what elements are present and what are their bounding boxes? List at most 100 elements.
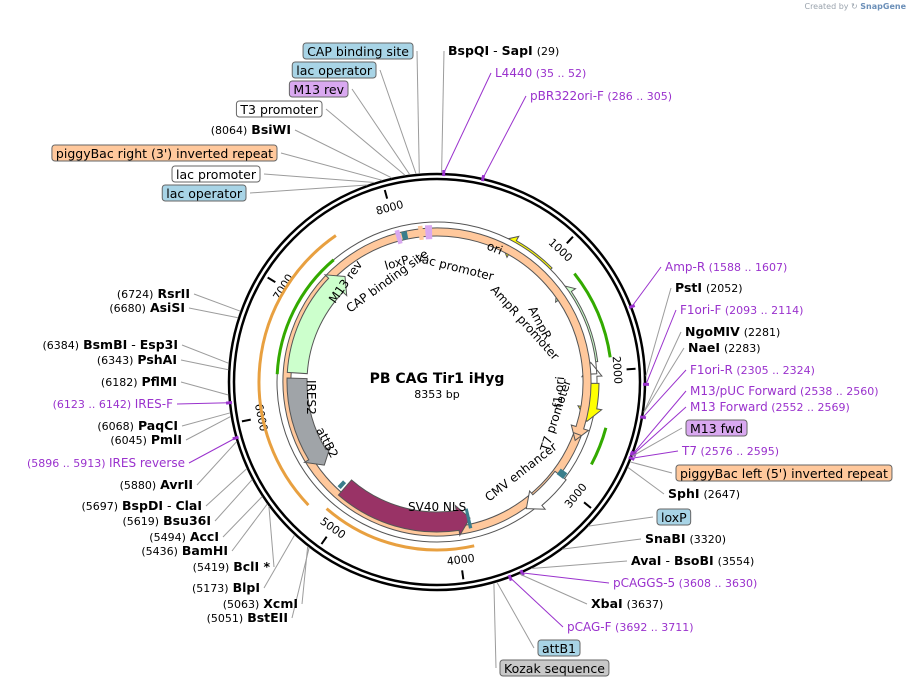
site-bcli[interactable]: (5419) BclI * [193,559,271,574]
site-xcmi[interactable]: (5063) XcmI [223,596,298,611]
site-m13fwd_p[interactable]: M13 Forward (2552 .. 2569) [690,400,850,414]
site-sphi-name: SphI [668,486,700,501]
site-iresrev[interactable]: (5896 .. 5913) IRES reverse [27,456,185,470]
site-kozak-name: Kozak sequence [504,661,605,676]
site-bsteii-name: BstEII [247,610,288,625]
site-sphi[interactable]: SphI (2647) [668,486,740,501]
site-xcmi-text: (5063) XcmI [223,596,298,611]
site-t3[interactable]: T3 promoter [235,100,323,118]
site-bspdi[interactable]: (5697) BspDI - ClaI [81,498,202,513]
leader-pbleft [629,461,673,474]
leader-asisi [188,307,239,319]
site-m13fwd_f[interactable]: M13 fwd [685,419,748,437]
site-m13puc[interactable]: M13/pUC Forward (2538 .. 2560) [690,384,879,398]
site-l4440[interactable]: L4440 (35 .. 52) [495,66,586,80]
feature-ostir1[interactable] [337,479,471,537]
site-bsmbi-name: BsmBI [83,337,127,352]
site-acci[interactable]: (5494) AccI [149,529,219,544]
site-pcagf[interactable]: pCAG-F (3692 .. 3711) [567,620,694,634]
site-pflmi[interactable]: (6182) PflMI [101,374,177,389]
site-pbleft[interactable]: piggyBac left (5') inverted repeat [675,464,893,482]
site-bsmbi[interactable]: (6384) BsmBI - Esp3I [43,337,178,352]
leader-m13rev_f [351,88,411,176]
site-t3-box [235,100,323,118]
site-kozak[interactable]: Kozak sequence [499,659,610,677]
site-m13fwd_p-name: M13 Forward (2552 .. 2569) [690,400,850,414]
site-attb1-name: attB1 [542,641,576,656]
site-pbr322[interactable]: pBR322ori-F (286 .. 305) [530,89,672,103]
site-rsrii[interactable]: (6724) RsrII [117,286,190,301]
site-bsu36i-name: Bsu36I [163,513,211,528]
site-psti[interactable]: PstI (2052) [675,280,743,295]
leader-naei [643,347,685,413]
site-psti-name: PstI [675,280,702,295]
site-naei-text: NaeI (2283) [688,340,761,355]
site-bspqi[interactable]: BspQI - SapI (29) [448,43,559,58]
site-pcaggs5[interactable]: pCAGGS-5 (3608 .. 3630) [613,576,757,590]
site-bsiwi[interactable]: (8064) BsiWI [211,122,291,137]
leader-bamhi [231,503,268,552]
label-loxp: loxP [383,253,411,273]
site-m13fwd_p-label: M13 Forward [690,400,768,414]
site-pshai-name: PshAI [137,352,177,367]
site-pcagf-range: (3692 .. 3711) [612,621,694,634]
site-lacop_t-box [291,61,377,79]
site-pmli[interactable]: (6045) PmlI [110,432,182,447]
feature-cmv-enhancer[interactable] [525,470,567,510]
site-xbai[interactable]: XbaI (3637) [591,596,663,611]
site-lacprom_l-box [171,165,261,183]
site-pflmi-pos: (6182) [101,376,138,389]
site-avai[interactable]: AvaI - BsoBI (3554) [631,553,754,568]
leader-iresrev [188,437,236,464]
site-bsteii-text: (5051) BstEII [207,610,288,625]
site-bspdi-pos: (5697) [81,500,118,513]
site-lacop_t[interactable]: lac operator [291,61,377,79]
site-loxp_r[interactable]: loxP [656,508,692,526]
site-xcmi-name: XcmI [263,596,298,611]
site-rsrii-text: (6724) RsrII [117,286,190,301]
site-naei[interactable]: NaeI (2283) [688,340,761,355]
site-bamhi[interactable]: (5436) BamHI [141,543,228,558]
site-asisi[interactable]: (6680) AsiSI [109,300,185,315]
site-lacop_l[interactable]: lac operator [161,184,247,202]
site-ngomiv-text: NgoMIV (2281) [685,324,780,339]
leader-avrii [196,441,238,486]
site-avrii[interactable]: (5880) AvrII [120,477,193,492]
site-ampr_primer-label: Amp-R [665,260,705,274]
site-bsu36i[interactable]: (5619) Bsu36I [123,513,211,528]
site-bspqi-pos: (29) [537,45,560,58]
site-cap_t-name: CAP binding site [307,44,409,59]
site-xcmi-pos: (5063) [223,598,260,611]
site-t7[interactable]: T7 (2576 .. 2595) [681,444,779,458]
site-cap_t[interactable]: CAP binding site [302,42,414,60]
site-attb1[interactable]: attB1 [537,639,581,657]
site-asisi-name: AsiSI [150,300,185,315]
label-sv40: SV40 NLS [408,500,466,514]
site-f1orif[interactable]: F1ori-F (2093 .. 2114) [680,303,803,317]
site-f1orif-range: (2093 .. 2114) [721,304,803,317]
site-blpi[interactable]: (5173) BlpI [192,580,260,595]
primer-mark-ampr_primer [628,304,636,309]
site-pshai[interactable]: (6343) PshAI [97,352,177,367]
site-iresf[interactable]: (6123 .. 6142) IRES-F [53,397,173,411]
feature-hygr[interactable] [286,274,348,375]
site-bspdi-name: BspDI [122,498,163,513]
site-f1orir[interactable]: F1ori-R (2305 .. 2324) [690,363,815,377]
leader-pbright [280,152,383,181]
site-m13rev_f[interactable]: M13 rev [288,80,349,98]
site-pbright[interactable]: piggyBac right (3') inverted repeat [51,144,278,162]
site-psti-pos: (2052) [706,282,743,295]
feature-attb2 [337,480,347,490]
primer-mark-t7 [628,455,635,461]
site-bsteii[interactable]: (5051) BstEII [207,610,288,625]
site-ngomiv[interactable]: NgoMIV (2281) [685,324,780,339]
site-ampr_primer[interactable]: Amp-R (1588 .. 1607) [665,260,787,274]
site-snabi[interactable]: SnaBI (3320) [645,531,726,546]
site-asisi-pos: (6680) [109,302,146,315]
site-paqci[interactable]: (6068) PaqCI [97,418,178,433]
site-m13rev_f-name: M13 rev [293,82,344,97]
feature-ires2[interactable] [286,377,331,466]
site-pcagf-name: pCAG-F (3692 .. 3711) [567,620,694,634]
site-xbai-name: XbaI [591,596,623,611]
site-lacprom_l[interactable]: lac promoter [171,165,261,183]
